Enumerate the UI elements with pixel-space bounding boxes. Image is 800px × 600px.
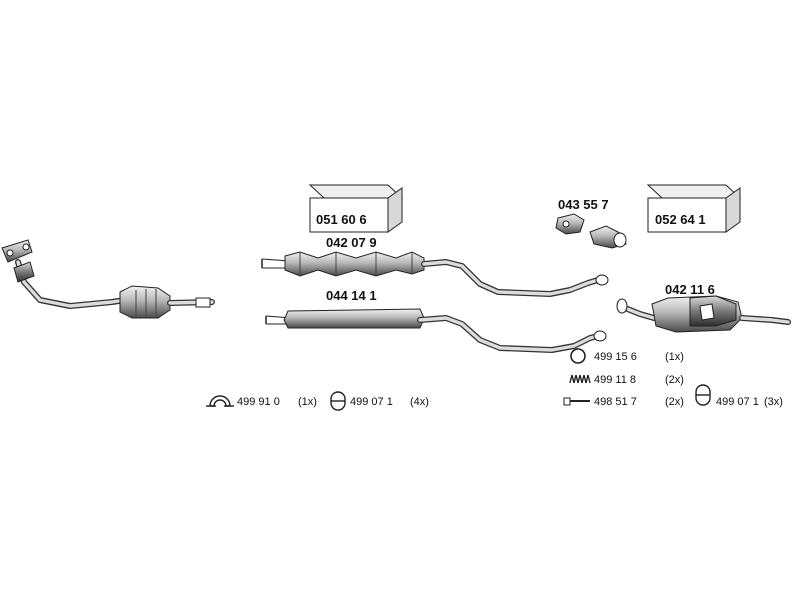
accessory-bolt: 498 51 7 (2x) <box>563 396 684 408</box>
accessory-code: 499 91 0 <box>237 396 280 408</box>
rear-muffler-042116: 042 11 6 <box>616 282 791 333</box>
accessory-clamp: 499 91 0 (1x) <box>206 395 317 408</box>
accessory-gasket-ring: 499 15 6 (1x) <box>570 348 684 364</box>
accessory-qty: (2x) <box>665 396 684 408</box>
accessory-spring: 499 11 8 (2x) <box>569 374 684 386</box>
part-number-043557: 043 55 7 <box>558 197 609 212</box>
accessory-qty: (4x) <box>410 396 429 408</box>
accessory-code: 498 51 7 <box>594 396 637 408</box>
accessory-qty: (3x) <box>764 396 783 408</box>
accessory-rubber-mount-rear: 499 07 1 (3x) <box>695 384 783 408</box>
part-box-052641: 052 64 1 <box>646 184 742 233</box>
accessory-code: 499 15 6 <box>594 351 637 363</box>
accessory-code: 499 07 1 <box>350 396 393 408</box>
accessory-code: 499 11 8 <box>594 374 636 386</box>
front-muffler-042079: 042 07 9 <box>261 235 609 297</box>
accessory-qty: (2x) <box>665 374 684 386</box>
connector-043557: 043 55 7 <box>555 197 627 249</box>
front-muffler-044141: 044 14 1 <box>265 288 607 353</box>
part-number-044141: 044 14 1 <box>326 288 377 303</box>
part-number-042079: 042 07 9 <box>326 235 377 250</box>
accessory-code: 499 07 1 <box>716 396 759 408</box>
part-box-051606: 051 60 6 <box>308 184 404 233</box>
part-number-052641: 052 64 1 <box>655 212 706 227</box>
accessory-rubber-mount: 499 07 1 (4x) <box>330 391 429 411</box>
part-number-051606: 051 60 6 <box>316 212 367 227</box>
part-number-042116: 042 11 6 <box>665 282 715 297</box>
front-pipe-catalytic-converter <box>1 239 215 319</box>
accessory-qty: (1x) <box>665 351 684 363</box>
accessory-qty: (1x) <box>298 396 317 408</box>
